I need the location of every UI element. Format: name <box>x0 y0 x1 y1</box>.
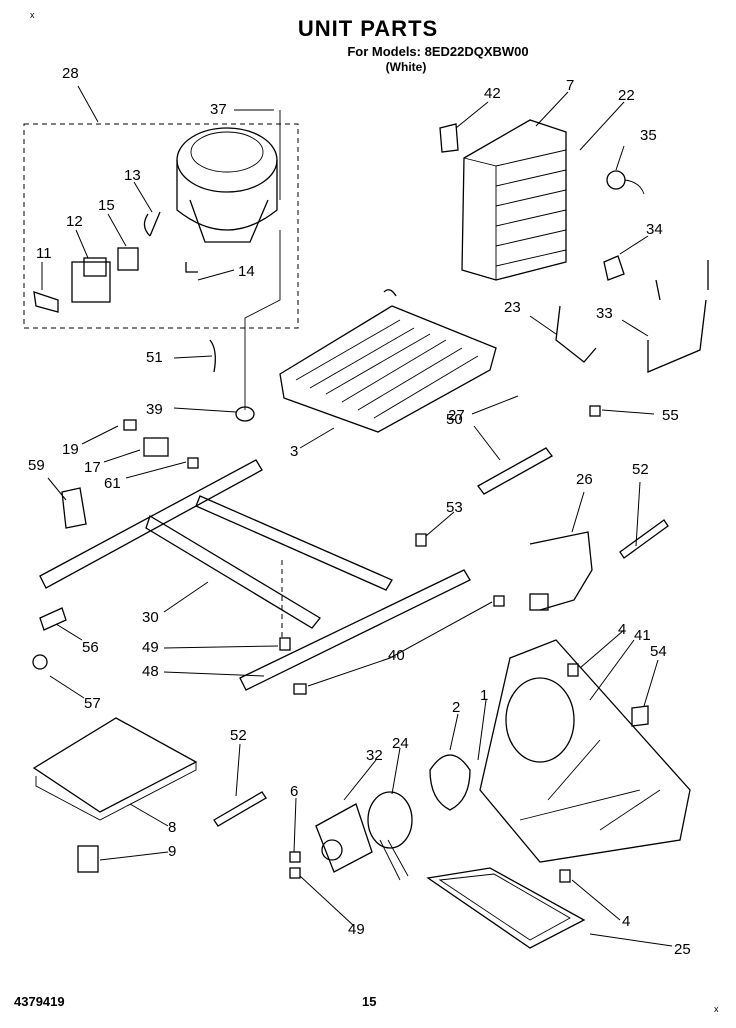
fan-motor-24 <box>367 791 413 881</box>
leader-lines <box>41 85 673 947</box>
plug-57 <box>32 654 48 670</box>
callout-4-a: 4 <box>618 621 626 638</box>
callout-37: 37 <box>210 101 227 118</box>
callout-7: 7 <box>566 77 574 94</box>
callout-28: 28 <box>62 65 79 82</box>
wiring-harness-26 <box>529 531 593 611</box>
screw-53 <box>415 533 427 547</box>
condenser-coil <box>279 289 497 433</box>
drain-pan-25 <box>426 867 586 949</box>
spring-56 <box>39 607 67 631</box>
doc-number: 4379419 <box>14 994 65 1009</box>
page-number: 15 <box>362 994 377 1009</box>
grommet-39 <box>235 406 255 422</box>
page-title: UNIT PARTS <box>297 16 439 41</box>
model-line: For Models: 8ED22DQXBW00 <box>347 44 529 59</box>
compressor-assembly <box>23 110 299 329</box>
cable-tie-52 <box>213 519 669 827</box>
base-frame <box>39 459 471 691</box>
callout-54: 54 <box>650 643 667 660</box>
callout-23: 23 <box>504 299 521 316</box>
callout-26: 26 <box>576 471 593 488</box>
callout-12: 12 <box>66 213 83 230</box>
callout-50: 50 <box>446 411 463 428</box>
callout-11: 11 <box>36 245 52 262</box>
fan-blade-2 <box>429 754 471 811</box>
callout-48: 48 <box>142 663 159 680</box>
callout-52-a: 52 <box>632 461 649 478</box>
callout-1: 1 <box>480 687 488 704</box>
callout-30: 30 <box>142 609 159 626</box>
callout-9: 9 <box>168 843 176 860</box>
color-line: (White) <box>385 60 427 74</box>
callout-34: 34 <box>646 221 663 238</box>
fan-shroud-41 <box>479 639 691 863</box>
callout-17: 17 <box>84 459 101 476</box>
callout-3: 3 <box>290 443 298 460</box>
spring-9 <box>77 845 99 873</box>
callout-27: 27 <box>448 407 465 424</box>
callout-13: 13 <box>124 167 141 184</box>
callout-24: 24 <box>392 735 409 752</box>
callout-56: 56 <box>82 639 99 656</box>
motor-bracket-32 <box>315 803 373 873</box>
callout-35: 35 <box>640 127 657 144</box>
callout-6: 6 <box>290 783 298 800</box>
callout-19: 19 <box>62 441 79 458</box>
corner-mark-top-left: x <box>30 10 35 20</box>
defrost-heater <box>555 255 709 373</box>
callout-14: 14 <box>238 263 255 280</box>
callout-39: 39 <box>146 401 163 418</box>
callout-33: 33 <box>596 305 613 322</box>
callout-49-a: 49 <box>142 639 159 656</box>
clip-59 <box>61 487 87 529</box>
tube-51 <box>209 339 216 373</box>
callout-61: 61 <box>104 475 121 492</box>
relay-overload <box>33 211 198 313</box>
corner-mark-bottom-right: x <box>714 1004 719 1014</box>
drier-27 <box>477 447 553 495</box>
callout-2: 2 <box>452 699 460 716</box>
callout-57: 57 <box>84 695 101 712</box>
screws <box>187 405 649 883</box>
callout-51: 51 <box>146 349 163 366</box>
capacitor-17 <box>143 437 169 457</box>
callout-32: 32 <box>366 747 383 764</box>
callout-52-b: 52 <box>230 727 247 744</box>
callout-49-b: 49 <box>348 921 365 938</box>
evaporator-coil <box>439 119 567 281</box>
callout-22: 22 <box>618 87 635 104</box>
callout-25: 25 <box>674 941 691 958</box>
part-19 <box>123 419 137 431</box>
callout-8: 8 <box>168 819 176 836</box>
callout-42: 42 <box>484 85 501 102</box>
callout-53: 53 <box>446 499 463 516</box>
callout-55: 55 <box>662 407 679 424</box>
thermistor <box>606 170 645 195</box>
drain-pan-8 <box>32 717 198 821</box>
callout-41: 41 <box>634 627 651 644</box>
callout-labels: 28 37 42 7 22 35 13 15 12 11 14 34 23 33… <box>28 65 691 958</box>
callout-4-b: 4 <box>622 913 630 930</box>
callout-40: 40 <box>388 647 405 664</box>
callout-15: 15 <box>98 197 115 214</box>
callout-59: 59 <box>28 457 45 474</box>
